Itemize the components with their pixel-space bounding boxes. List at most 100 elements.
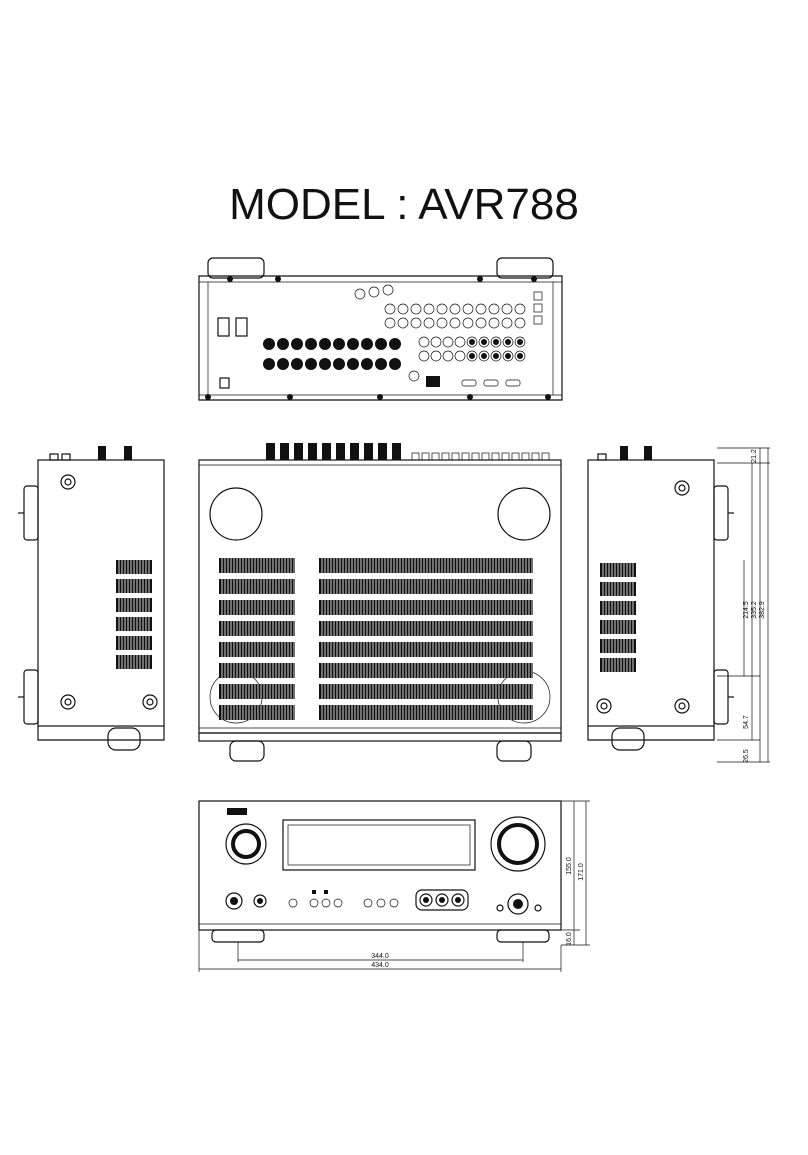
rca-jack (397, 303, 409, 315)
rca-jack-core (481, 339, 487, 345)
speaker-post (347, 338, 359, 350)
digital-port (505, 379, 521, 387)
rca-jack-core (469, 339, 475, 345)
front-av-inputs (415, 889, 469, 911)
panel-button (389, 898, 399, 908)
speaker-terminal (392, 443, 401, 460)
vent-slot-row (219, 684, 295, 699)
rca-jack (410, 303, 422, 315)
indicator-led (312, 890, 316, 894)
rca-jack (490, 350, 502, 362)
jack-port (441, 452, 450, 461)
rca-jack (514, 350, 526, 362)
left-side-view (18, 446, 165, 751)
jack-port (541, 452, 550, 461)
vent-slot-row (319, 600, 533, 615)
rca-jack (514, 336, 526, 348)
volume-knob (490, 816, 546, 872)
rca-jack (454, 336, 466, 348)
rear-jacks-array (205, 276, 551, 400)
model-title: MODEL : AVR788 (229, 180, 579, 229)
rca-jack-core (505, 353, 511, 359)
rca-jack (475, 303, 487, 315)
speaker-post (333, 338, 345, 350)
side-dimension-lines (717, 447, 770, 763)
rca-jack-core (505, 339, 511, 345)
dim-front-width-inner: 344.0 (371, 953, 389, 960)
rca-jack (384, 303, 396, 315)
rca-jack (436, 303, 448, 315)
rca-jack (418, 336, 430, 348)
panel-button (333, 898, 343, 908)
rca-jack (475, 317, 487, 329)
top-vent-right (319, 558, 533, 720)
vent-slot-row (319, 663, 533, 678)
jack-port (421, 452, 430, 461)
right-side-view: 21.2 214.5 335.2 382.9 54.7 26.5 (587, 446, 770, 763)
rca-jack-core (517, 353, 523, 359)
dim-side-d5: 54.7 (743, 715, 750, 729)
speaker-terminal (294, 443, 303, 460)
rear-screw (377, 394, 383, 400)
speaker-post (277, 338, 289, 350)
rca-jack (502, 336, 514, 348)
rca-jack-core (517, 339, 523, 345)
rca-jack-core (469, 353, 475, 359)
antenna-jack (354, 288, 366, 300)
speaker-terminal (364, 443, 373, 460)
vent-slot-row (319, 705, 533, 720)
speaker-post (263, 338, 275, 350)
rca-jack (466, 336, 478, 348)
jack-port (481, 452, 490, 461)
rca-jack (462, 303, 474, 315)
rca-jack-core (493, 339, 499, 345)
vent-slot-row (219, 558, 295, 573)
rca-jack (514, 303, 526, 315)
rca-jack (423, 317, 435, 329)
front-left-controls (225, 892, 267, 910)
rca-jack (397, 317, 409, 329)
front-view: 155.0 171.0 16.0 344.0 434.0 (198, 800, 590, 972)
panel-button (321, 898, 331, 908)
rca-jack (384, 317, 396, 329)
rca-jack (442, 336, 454, 348)
speaker-post (375, 358, 387, 370)
speaker-post (291, 358, 303, 370)
rca-jack (501, 303, 513, 315)
rca-jack (430, 336, 442, 348)
top-view (198, 443, 562, 762)
vent-slot-row (319, 558, 533, 573)
speaker-terminal (308, 443, 317, 460)
vent-slot-row (219, 663, 295, 678)
rca-jack (488, 317, 500, 329)
digital-port (483, 379, 499, 387)
rca-jack (502, 350, 514, 362)
front-panel-buttons (288, 890, 399, 908)
rear-view (198, 257, 563, 401)
indicator-led (324, 890, 328, 894)
rca-jack (490, 336, 502, 348)
panel-button (309, 898, 319, 908)
speaker-terminal (336, 443, 345, 460)
jack-port (531, 452, 540, 461)
vent-slot-row (319, 579, 533, 594)
dim-front-height-body: 155.0 (566, 857, 573, 875)
speaker-terminal (378, 443, 387, 460)
vent-slot-row (219, 579, 295, 594)
rear-screw (467, 394, 473, 400)
vent-slot-row (219, 642, 295, 657)
vent-slot-row (319, 684, 533, 699)
rca-jack (449, 303, 461, 315)
digital-port (461, 379, 477, 387)
speaker-terminal (322, 443, 331, 460)
speaker-post (305, 338, 317, 350)
network-port (533, 291, 543, 301)
right-screw-1 (674, 480, 690, 496)
rca-jack (410, 317, 422, 329)
network-port (533, 315, 543, 325)
input-knob (225, 823, 267, 865)
dim-side-d4: 382.9 (759, 601, 766, 619)
right-screw-2 (596, 698, 612, 714)
speaker-post (389, 358, 401, 370)
